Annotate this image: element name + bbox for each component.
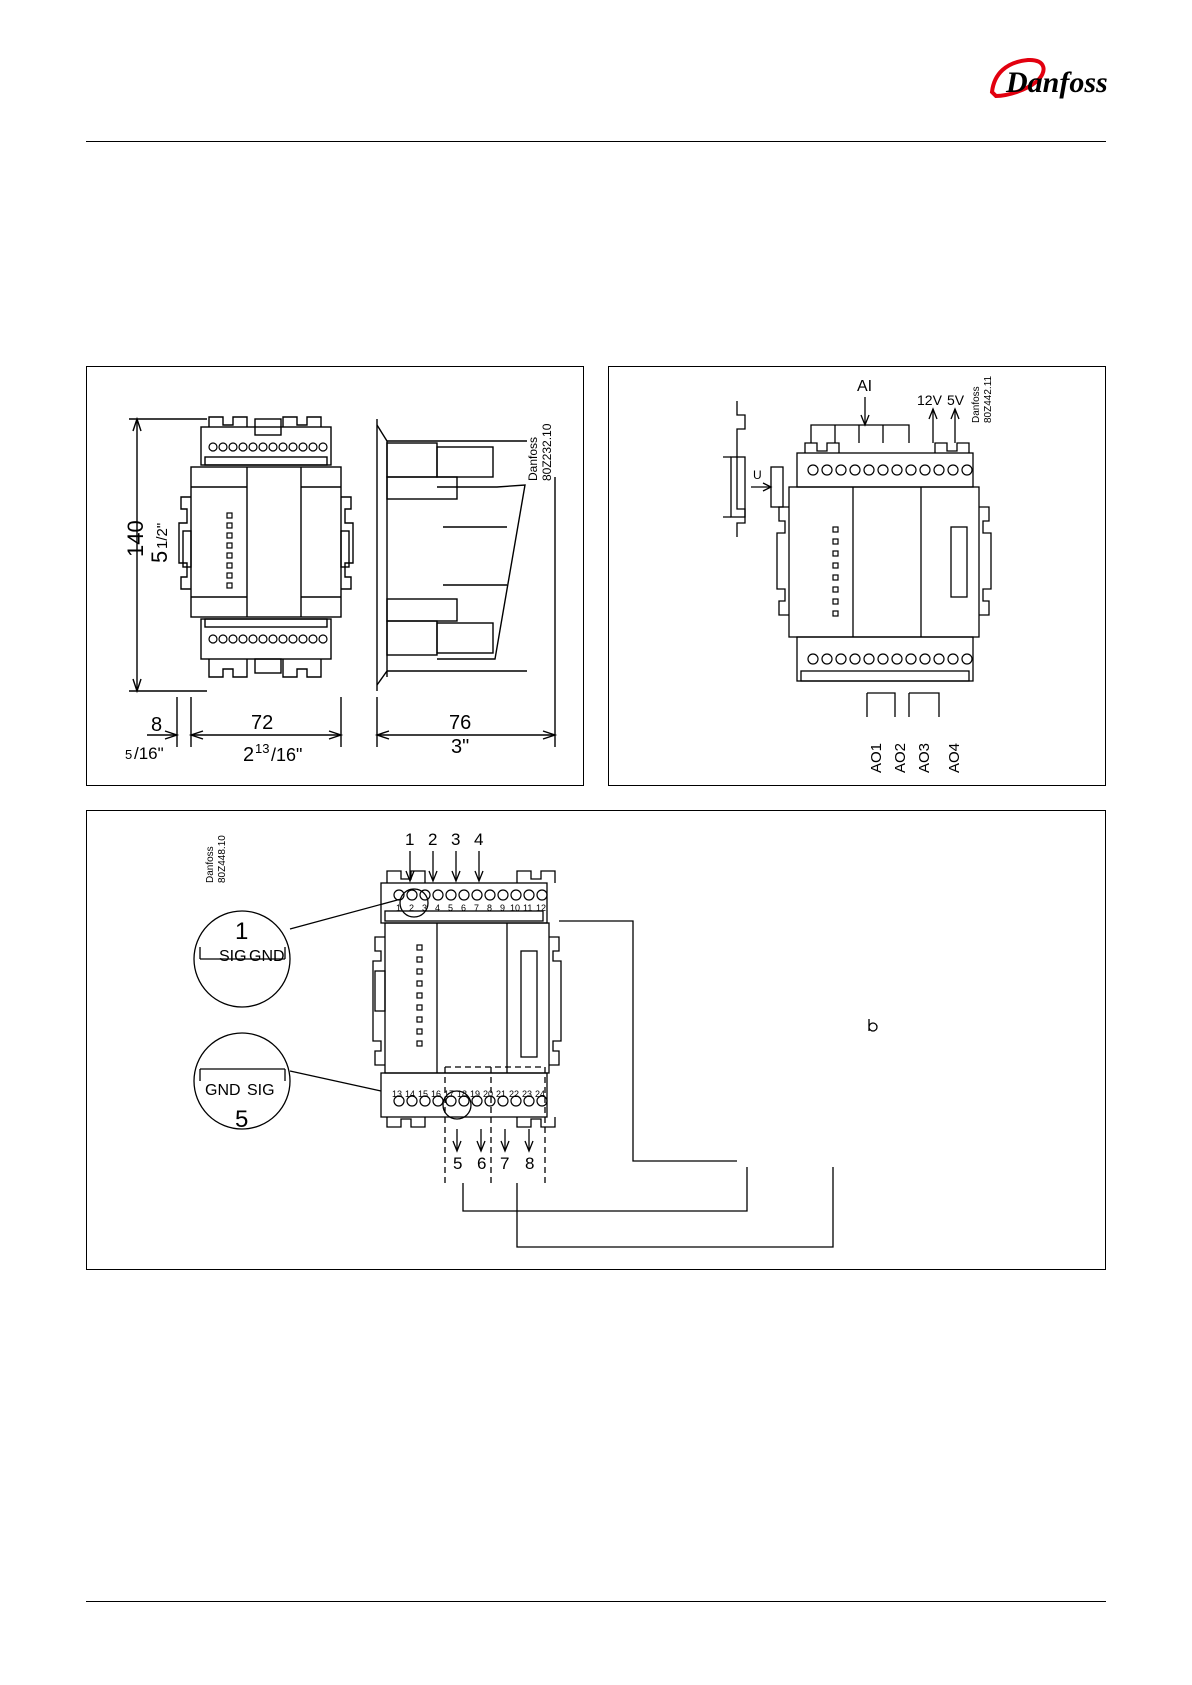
term-top-7: 7 — [474, 903, 479, 913]
dimensions-figure: 140 5 1/2" 8 5 /16" 72 2 13 /16" 76 3" D… — [86, 366, 584, 786]
height-in-frac-label: 1/2" — [154, 523, 171, 549]
term-top-6: 6 — [461, 903, 466, 913]
term-bottom-16: 16 — [431, 1089, 441, 1099]
input-number-1: 1 — [405, 830, 414, 849]
input-number-6: 6 — [477, 1154, 486, 1173]
term-bottom-15: 15 — [418, 1089, 428, 1099]
width-in-den-label: /16" — [271, 745, 302, 765]
detail-top-left: SIG — [219, 948, 247, 965]
footer-rule — [86, 1601, 1106, 1602]
rail-in-den-label: /16" — [134, 744, 164, 763]
term-bottom-14: 14 — [405, 1089, 415, 1099]
figure1-brand: Danfoss — [526, 437, 540, 481]
input-number-5: 5 — [453, 1154, 462, 1173]
height-in-whole-label: 5 — [147, 551, 172, 563]
term-bottom-21: 21 — [496, 1089, 506, 1099]
detail-top-number: 1 — [235, 918, 248, 945]
term-top-1: 1 — [396, 903, 401, 913]
term-bottom-20: 20 — [483, 1089, 493, 1099]
header-rule — [86, 141, 1106, 142]
term-top-4: 4 — [435, 903, 440, 913]
rail-mm-label: 8 — [151, 714, 162, 736]
ao3-label: AO3 — [916, 743, 933, 773]
term-top-5: 5 — [448, 903, 453, 913]
term-bottom-23: 23 — [522, 1089, 532, 1099]
ao2-label: AO2 — [892, 743, 909, 773]
wiring-drawing: 1 2 3 4 5 6 7 8 9 10 11 12 13 14 15 16 1… — [87, 811, 1107, 1271]
term-top-12: 12 — [536, 903, 546, 913]
input-number-2: 2 — [428, 830, 437, 849]
rail-in-num-label: 5 — [125, 747, 132, 762]
figure2-brand: Danfoss — [971, 386, 982, 423]
term-bottom-24: 24 — [535, 1089, 545, 1099]
term-top-10: 10 — [510, 903, 520, 913]
input-number-4: 4 — [474, 830, 483, 849]
depth-in-label: 3" — [451, 736, 469, 758]
term-top-8: 8 — [487, 903, 492, 913]
u-label: U — [753, 468, 762, 482]
io-drawing: AI 12V 5V U Danfoss 80Z442.11 AO1 AO2 AO… — [609, 367, 1107, 787]
figure3-code: 80Z448.10 — [217, 835, 228, 883]
term-bottom-22: 22 — [509, 1089, 519, 1099]
term-top-3: 3 — [422, 903, 427, 913]
ao1-label: AO1 — [868, 743, 885, 773]
io-figure: AI 12V 5V U Danfoss 80Z442.11 AO1 AO2 AO… — [608, 366, 1106, 786]
detail-bottom-right: SIG — [247, 1082, 275, 1099]
v5-label: 5V — [947, 392, 965, 408]
danfoss-logo: Danfoss — [986, 52, 1106, 104]
detail-bottom-number: 5 — [235, 1106, 248, 1133]
term-bottom-13: 13 — [392, 1089, 402, 1099]
detail-bottom-left: GND — [205, 1082, 241, 1099]
ao4-label: AO4 — [946, 743, 963, 773]
dimensions-drawing: 140 5 1/2" 8 5 /16" 72 2 13 /16" 76 3" D… — [87, 367, 585, 787]
figure3-brand: Danfoss — [205, 846, 216, 883]
term-bottom-17: 17 — [444, 1089, 454, 1099]
input-number-3: 3 — [451, 830, 460, 849]
width-in-num-label: 13 — [255, 741, 269, 756]
term-bottom-18: 18 — [457, 1089, 467, 1099]
width-mm-label: 72 — [251, 712, 273, 734]
input-number-7: 7 — [500, 1154, 509, 1173]
input-number-8: 8 — [525, 1154, 534, 1173]
detail-top-right: GND — [249, 948, 285, 965]
term-top-11: 11 — [523, 903, 532, 913]
term-bottom-19: 19 — [470, 1089, 480, 1099]
depth-mm-label: 76 — [449, 712, 471, 734]
term-top-9: 9 — [500, 903, 505, 913]
ai-label: AI — [857, 378, 872, 395]
v12-label: 12V — [917, 392, 943, 408]
wiring-figure: 1 2 3 4 5 6 7 8 9 10 11 12 13 14 15 16 1… — [86, 810, 1106, 1270]
width-in-whole-label: 2 — [243, 744, 254, 766]
svg-text:Danfoss: Danfoss — [1005, 66, 1108, 99]
figure1-code: 80Z232.10 — [540, 423, 554, 481]
height-mm-label: 140 — [123, 520, 148, 557]
term-top-2: 2 — [409, 903, 414, 913]
figure2-code: 80Z442.11 — [983, 375, 994, 423]
